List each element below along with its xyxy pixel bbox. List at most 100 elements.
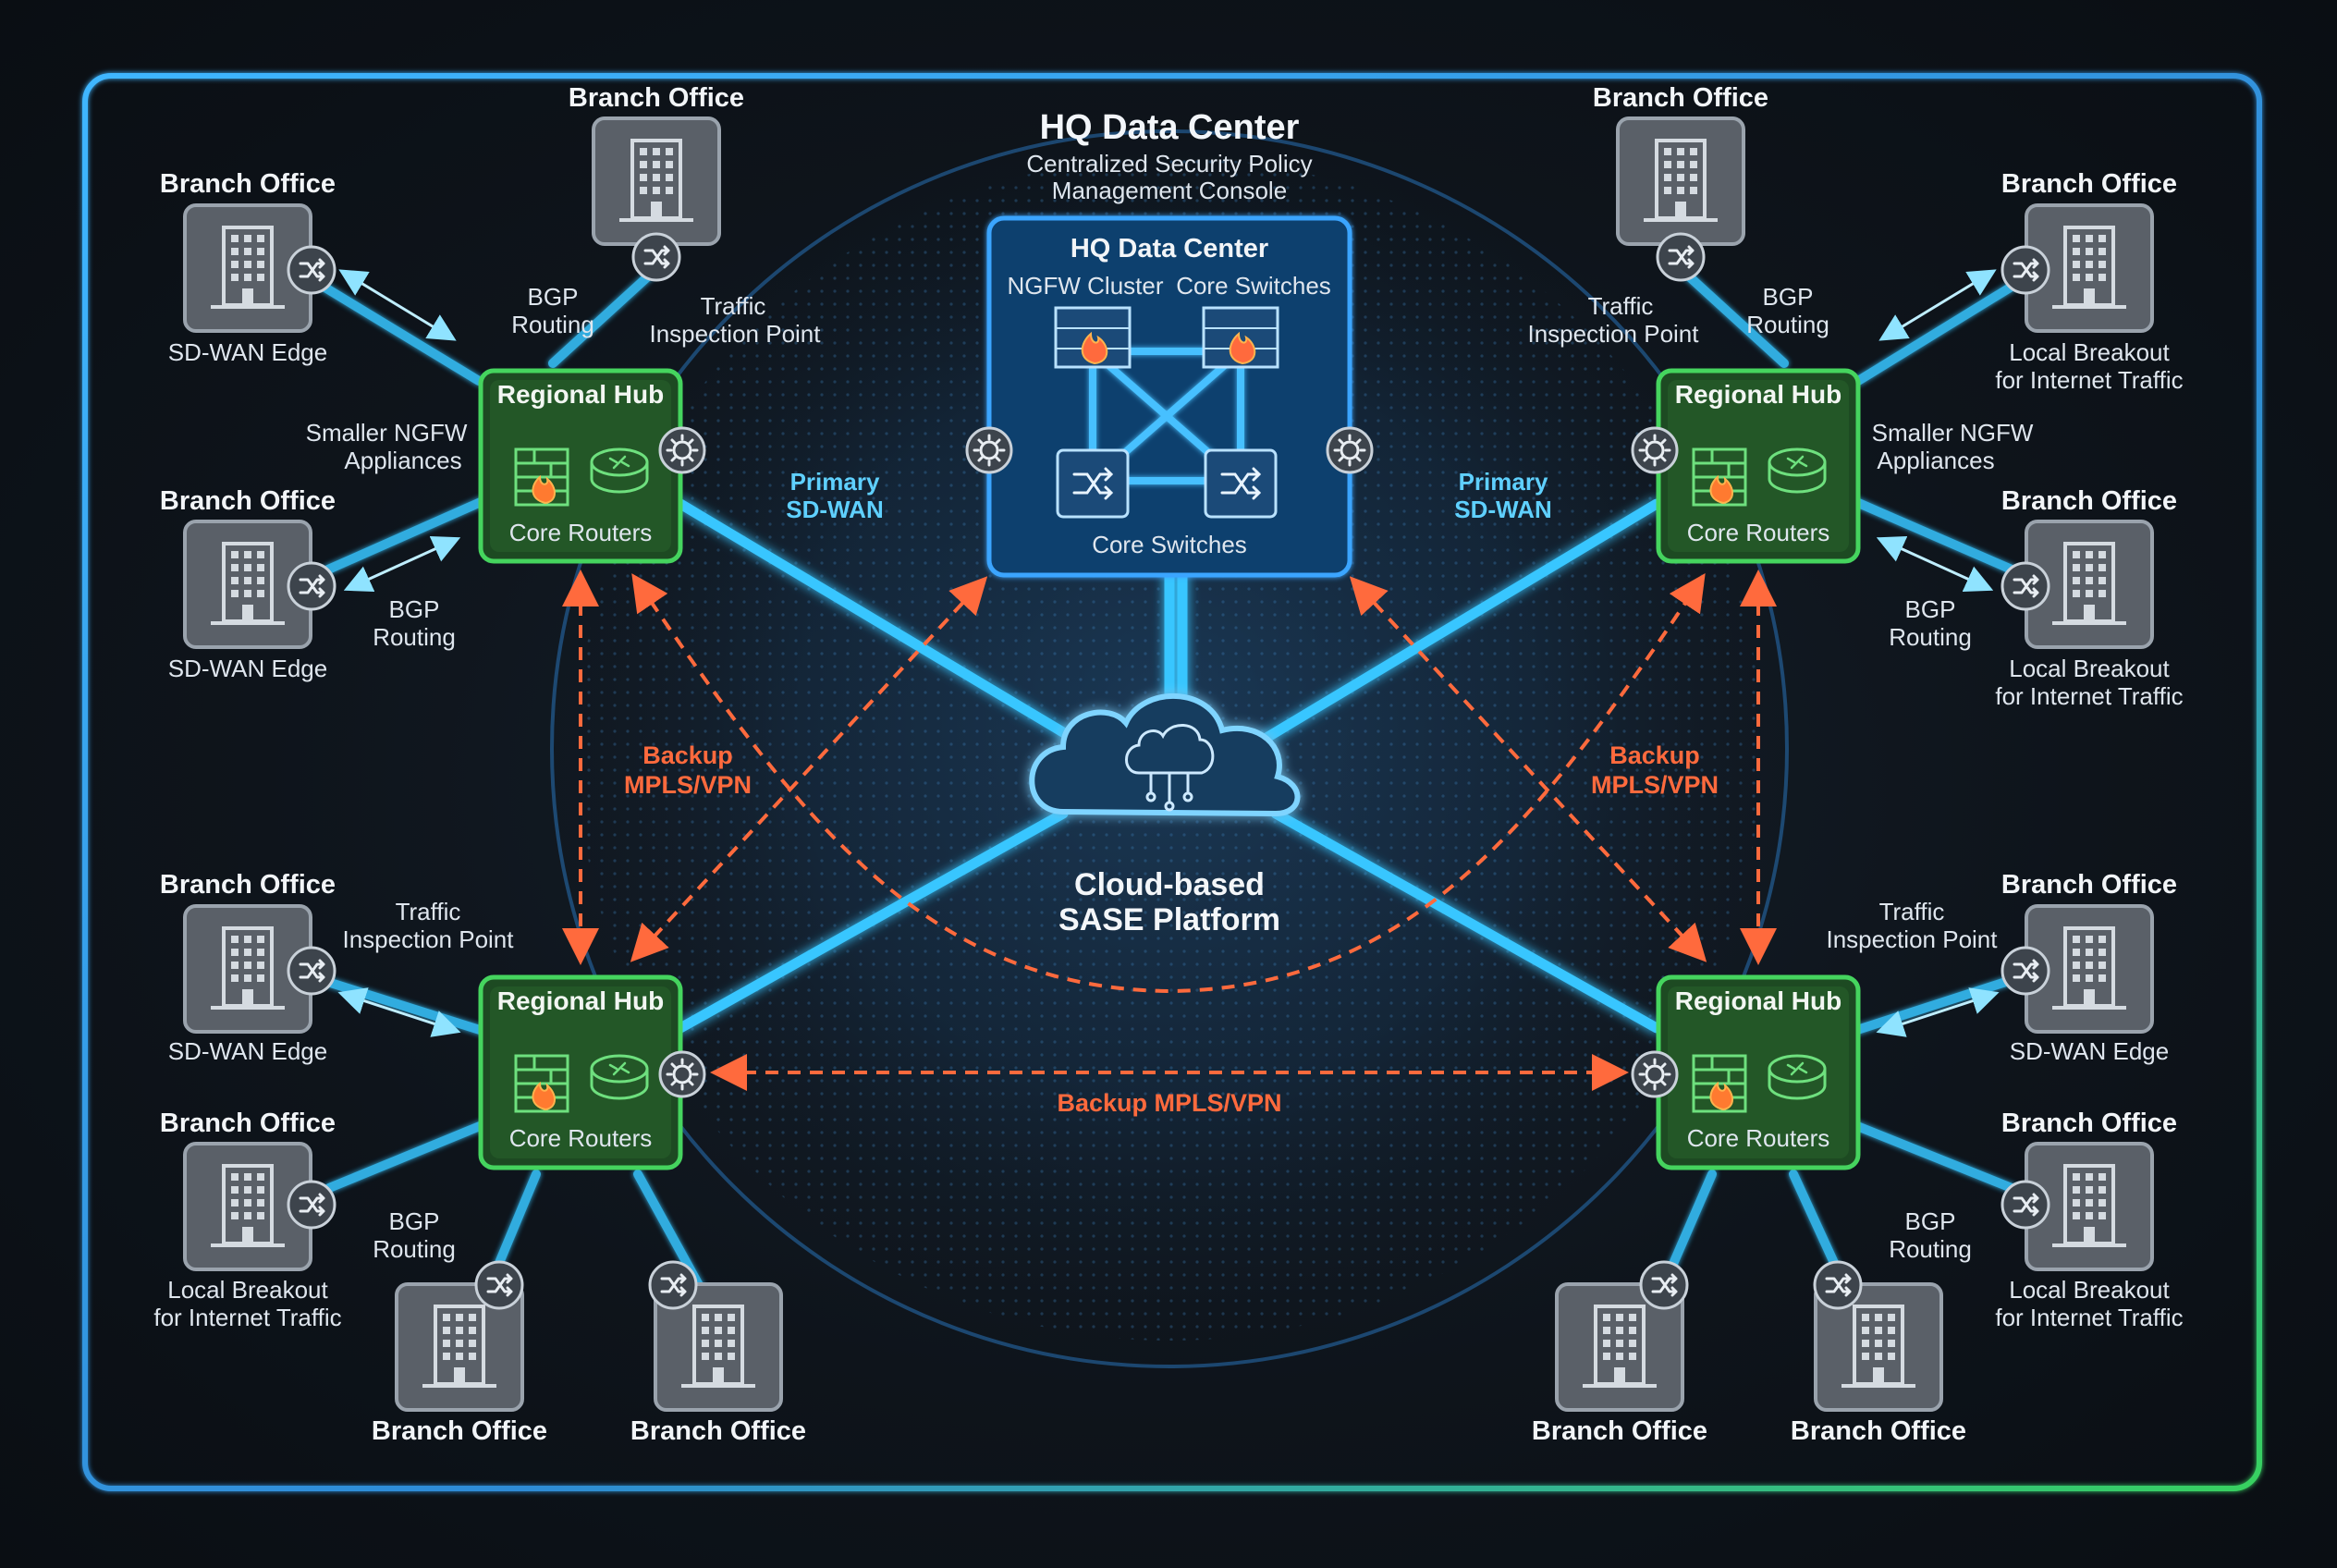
- inspection-label: Inspection Point: [342, 925, 514, 953]
- branch-title: Branch Office: [2001, 870, 2177, 900]
- branch-office-bottom-a[interactable]: Branch Office: [372, 1260, 547, 1446]
- routing-label: Routing: [1746, 311, 1829, 338]
- routing-label: Routing: [373, 1235, 456, 1263]
- branch-office-mid-left[interactable]: Branch Office SD-WAN Edge: [160, 486, 336, 682]
- traffic-label: Traffic: [701, 292, 766, 320]
- hq-data-center-box[interactable]: HQ Data Center NGFW Cluster Core Switche…: [986, 215, 1352, 578]
- branch-caption-1: Local Breakout: [167, 1276, 328, 1304]
- branch-office-lower-left[interactable]: Branch Office SD-WAN Edge: [160, 870, 336, 1065]
- inspection-label: Inspection Point: [1527, 320, 1699, 348]
- branch-office-bottom-b[interactable]: Branch Office: [630, 1260, 806, 1446]
- switch-icon-right: [1204, 448, 1278, 519]
- branch-title: Branch Office: [2001, 1109, 2177, 1138]
- branch-title: Branch Office: [372, 1416, 547, 1446]
- branch-office-lower-right[interactable]: Branch Office SD-WAN Edge: [2001, 870, 2177, 1065]
- traffic-label: Traffic: [1588, 292, 1654, 320]
- branch-caption-1: Local Breakout: [2009, 338, 2170, 366]
- outer-frame: [82, 73, 2262, 1491]
- hub-title: Regional Hub: [497, 380, 664, 409]
- backup-mpls-label: Backup: [642, 741, 733, 769]
- branch-title: Branch Office: [569, 83, 744, 113]
- branch-title: Branch Office: [630, 1416, 806, 1446]
- regional-hub-bottom-left[interactable]: Regional Hub Core Routers: [481, 977, 680, 1168]
- backup-mpls-label: Backup MPLS/VPN: [1057, 1089, 1281, 1117]
- routing-label: Routing: [511, 311, 594, 338]
- routing-label: Routing: [1889, 623, 1972, 651]
- traffic-label: Traffic: [1879, 898, 1945, 925]
- link-labels: Primary SD-WAN Primary SD-WAN Backup MPL…: [624, 468, 1719, 1117]
- branch-office-top-left-mid[interactable]: Branch Office: [569, 83, 744, 282]
- traffic-label: Traffic: [396, 898, 461, 925]
- smaller-ngfw-label: Smaller NGFW: [306, 419, 468, 447]
- core-switches-top-label: Core Switches: [1176, 272, 1331, 300]
- branch-office-top-left[interactable]: Branch Office SD-WAN Edge: [160, 169, 336, 366]
- primary-sdwan-label: Primary: [790, 468, 880, 496]
- cloud-inner-icon: [1125, 724, 1215, 812]
- primary-sdwan-label: Primary: [1459, 468, 1548, 496]
- regional-hub-top-left[interactable]: Regional Hub Core Routers: [481, 371, 680, 561]
- branch-caption-2: for Internet Traffic: [1995, 682, 2183, 710]
- routing-label: Routing: [373, 623, 456, 651]
- branch-title: Branch Office: [160, 486, 336, 516]
- hq-header-title: HQ Data Center: [1040, 108, 1300, 147]
- appliances-label: Appliances: [344, 447, 461, 474]
- bgp-label: BGP: [389, 1207, 440, 1235]
- branch-title: Branch Office: [160, 1109, 336, 1138]
- inspection-label: Inspection Point: [649, 320, 821, 348]
- branch-caption-2: for Internet Traffic: [1995, 366, 2183, 394]
- backup-mpls-label: MPLS/VPN: [1591, 771, 1719, 799]
- branch-office-bottom-d[interactable]: Branch Office: [1791, 1260, 1966, 1446]
- backup-mpls-label: MPLS/VPN: [624, 771, 752, 799]
- hub-subtitle: Core Routers: [509, 1124, 653, 1152]
- branch-caption: SD-WAN Edge: [168, 338, 327, 366]
- branch-caption: SD-WAN Edge: [168, 655, 327, 682]
- core-switch-fw-icon: [1202, 306, 1279, 369]
- regional-hub-top-right[interactable]: Regional Hub Core Routers: [1658, 371, 1858, 561]
- sase-label-line1: Cloud-based: [1074, 867, 1265, 902]
- switch-icon-left: [1056, 448, 1130, 519]
- hq-box-title: HQ Data Center: [1071, 234, 1268, 263]
- bgp-label: BGP: [1905, 1207, 1956, 1235]
- branch-title: Branch Office: [1532, 1416, 1707, 1446]
- smaller-ngfw-label: Smaller NGFW: [1872, 419, 2034, 447]
- branch-office-mid-right[interactable]: Branch Office Local Breakout for Interne…: [1995, 486, 2183, 710]
- sase-cloud-icon[interactable]: [1029, 692, 1301, 817]
- bgp-label: BGP: [528, 283, 579, 311]
- branch-caption-1: Local Breakout: [2009, 1276, 2170, 1304]
- branch-office-bottom-right[interactable]: Branch Office Local Breakout for Interne…: [1995, 1109, 2183, 1331]
- backup-mpls-links: [562, 570, 1777, 1091]
- branch-title: Branch Office: [160, 169, 336, 199]
- branch-link-arrows: [337, 269, 2000, 1037]
- backup-mpls-label: Backup: [1609, 741, 1700, 769]
- branch-caption: SD-WAN Edge: [168, 1037, 327, 1065]
- hub-subtitle: Core Routers: [509, 519, 653, 546]
- hub-subtitle: Core Routers: [1687, 519, 1830, 546]
- routing-label: Routing: [1889, 1235, 1972, 1263]
- primary-sdwan-label: SD-WAN: [786, 496, 883, 523]
- branch-office-top-right[interactable]: Branch Office Local Breakout for Interne…: [1995, 169, 2183, 394]
- hub-title: Regional Hub: [497, 986, 664, 1015]
- hub-title: Regional Hub: [1675, 986, 1841, 1015]
- branch-caption-2: for Internet Traffic: [1995, 1304, 2183, 1331]
- branch-caption: SD-WAN Edge: [2010, 1037, 2169, 1065]
- branch-office-bottom-c[interactable]: Branch Office: [1532, 1260, 1707, 1446]
- inspection-label: Inspection Point: [1826, 925, 1998, 953]
- hq-header-sub1: Centralized Security Policy: [1026, 150, 1312, 178]
- core-switches-bottom-label: Core Switches: [1092, 531, 1247, 558]
- branch-office-bottom-left[interactable]: Branch Office Local Breakout for Interne…: [153, 1109, 341, 1331]
- ngfw-cluster-icon: [1054, 306, 1132, 369]
- hub-subtitle: Core Routers: [1687, 1124, 1830, 1152]
- branch-office-top-right-mid[interactable]: Branch Office: [1593, 83, 1768, 282]
- regional-hub-bottom-right[interactable]: Regional Hub Core Routers: [1658, 977, 1858, 1168]
- branch-caption-2: for Internet Traffic: [153, 1304, 341, 1331]
- hq-header-sub2: Management Console: [1052, 177, 1287, 204]
- branch-title: Branch Office: [2001, 486, 2177, 516]
- hq-gear-icon-left: [965, 426, 1013, 474]
- primary-sdwan-label: SD-WAN: [1454, 496, 1551, 523]
- hq-gear-icon-right: [1326, 426, 1374, 474]
- branch-title: Branch Office: [1791, 1416, 1966, 1446]
- annotations: BGP Routing Traffic Inspection Point Sma…: [306, 283, 2034, 1263]
- bgp-label: BGP: [1763, 283, 1814, 311]
